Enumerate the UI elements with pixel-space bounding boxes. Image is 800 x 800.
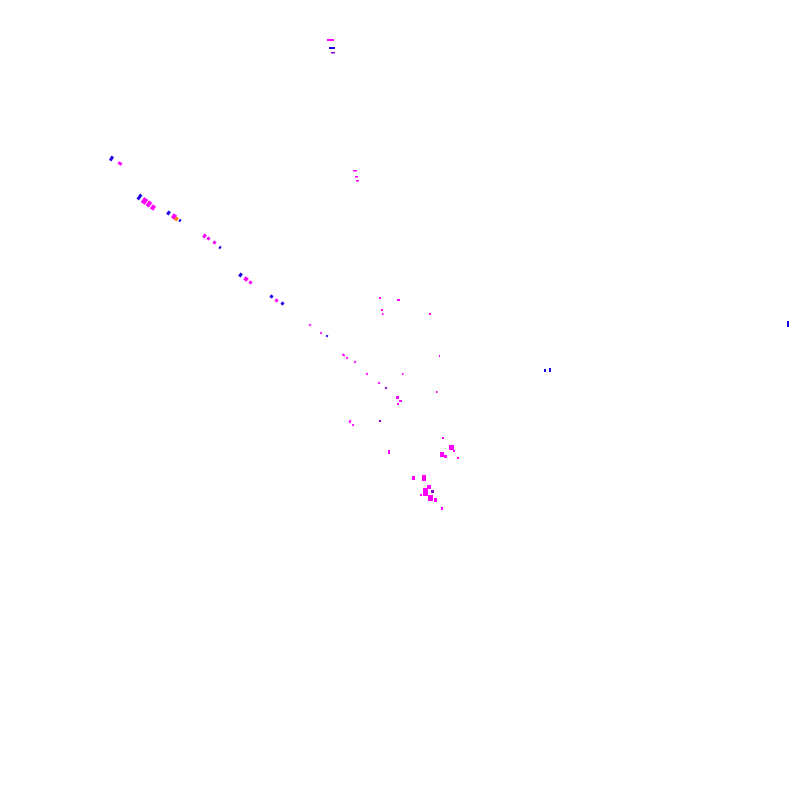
fragment-mark [420,494,422,496]
fragment-mark [319,331,323,335]
fragment-mark [202,233,207,239]
fragment-mark [382,313,384,315]
fragment-mark [206,236,211,241]
fragment-mark [397,299,400,301]
fragment-mark [308,323,312,327]
fragment-mark [351,423,355,427]
fragment-mark [381,309,383,311]
fragment-mark [166,210,171,216]
fragment-mark [453,450,455,452]
fragment-mark [442,437,444,439]
fragment-mark [429,313,431,315]
fragment-mark [444,455,447,458]
fragment-mark [377,381,381,385]
fragment-mark [140,197,149,205]
fragment-mark [243,276,249,282]
fragment-mark [136,193,143,201]
fragment-mark [248,280,253,285]
fragment-mark [353,360,357,364]
fragment-mark [325,334,329,338]
fragment-mark [549,368,551,372]
fragment-mark [117,161,123,166]
fragment-mark [280,301,285,306]
fragment-mark [457,457,459,459]
fragment-mark [327,39,334,41]
fragment-mark [145,200,153,208]
fragment-mark [379,297,381,299]
fragment-mark [365,372,369,376]
fragment-mark [341,353,346,357]
fragment-mark [218,245,222,250]
fragment-mark [441,507,443,510]
fragment-mark [384,386,388,390]
fragment-mark [212,240,217,245]
fragment-mark [269,294,274,299]
fragment-mark [412,476,415,480]
fragment-mark [436,391,438,393]
fragment-mark [174,216,179,222]
fragment-mark [787,321,789,327]
fragment-mark [355,176,358,178]
fragment-mark [428,495,433,501]
fragment-mark [402,373,404,375]
fragment-mark [544,369,546,372]
fragment-mark [388,450,390,454]
fragment-mark [439,355,440,357]
fragment-mark [353,170,357,172]
fragment-mark [440,452,444,457]
fragment-mark [348,419,352,424]
fragment-mark [427,485,431,489]
fragment-mark [329,47,335,49]
fragment-mark [399,400,402,402]
fragment-mark [434,498,437,502]
fragment-mark [431,490,434,493]
fragment-mark [331,52,335,54]
fragment-mark [238,272,243,278]
fragment-mark [149,204,157,211]
fragment-mark [449,445,454,450]
fragment-mark [423,488,428,496]
fragment-mark [170,213,178,220]
fragment-mark [178,218,182,223]
fragment-mark [396,396,399,399]
fragment-mark [356,180,359,182]
fragment-mark [345,356,349,360]
fragment-mark [274,298,279,303]
fragment-mark [379,420,381,422]
fragment-mark [108,155,115,162]
fragment-mark [422,475,426,481]
fragment-mark [397,403,399,405]
